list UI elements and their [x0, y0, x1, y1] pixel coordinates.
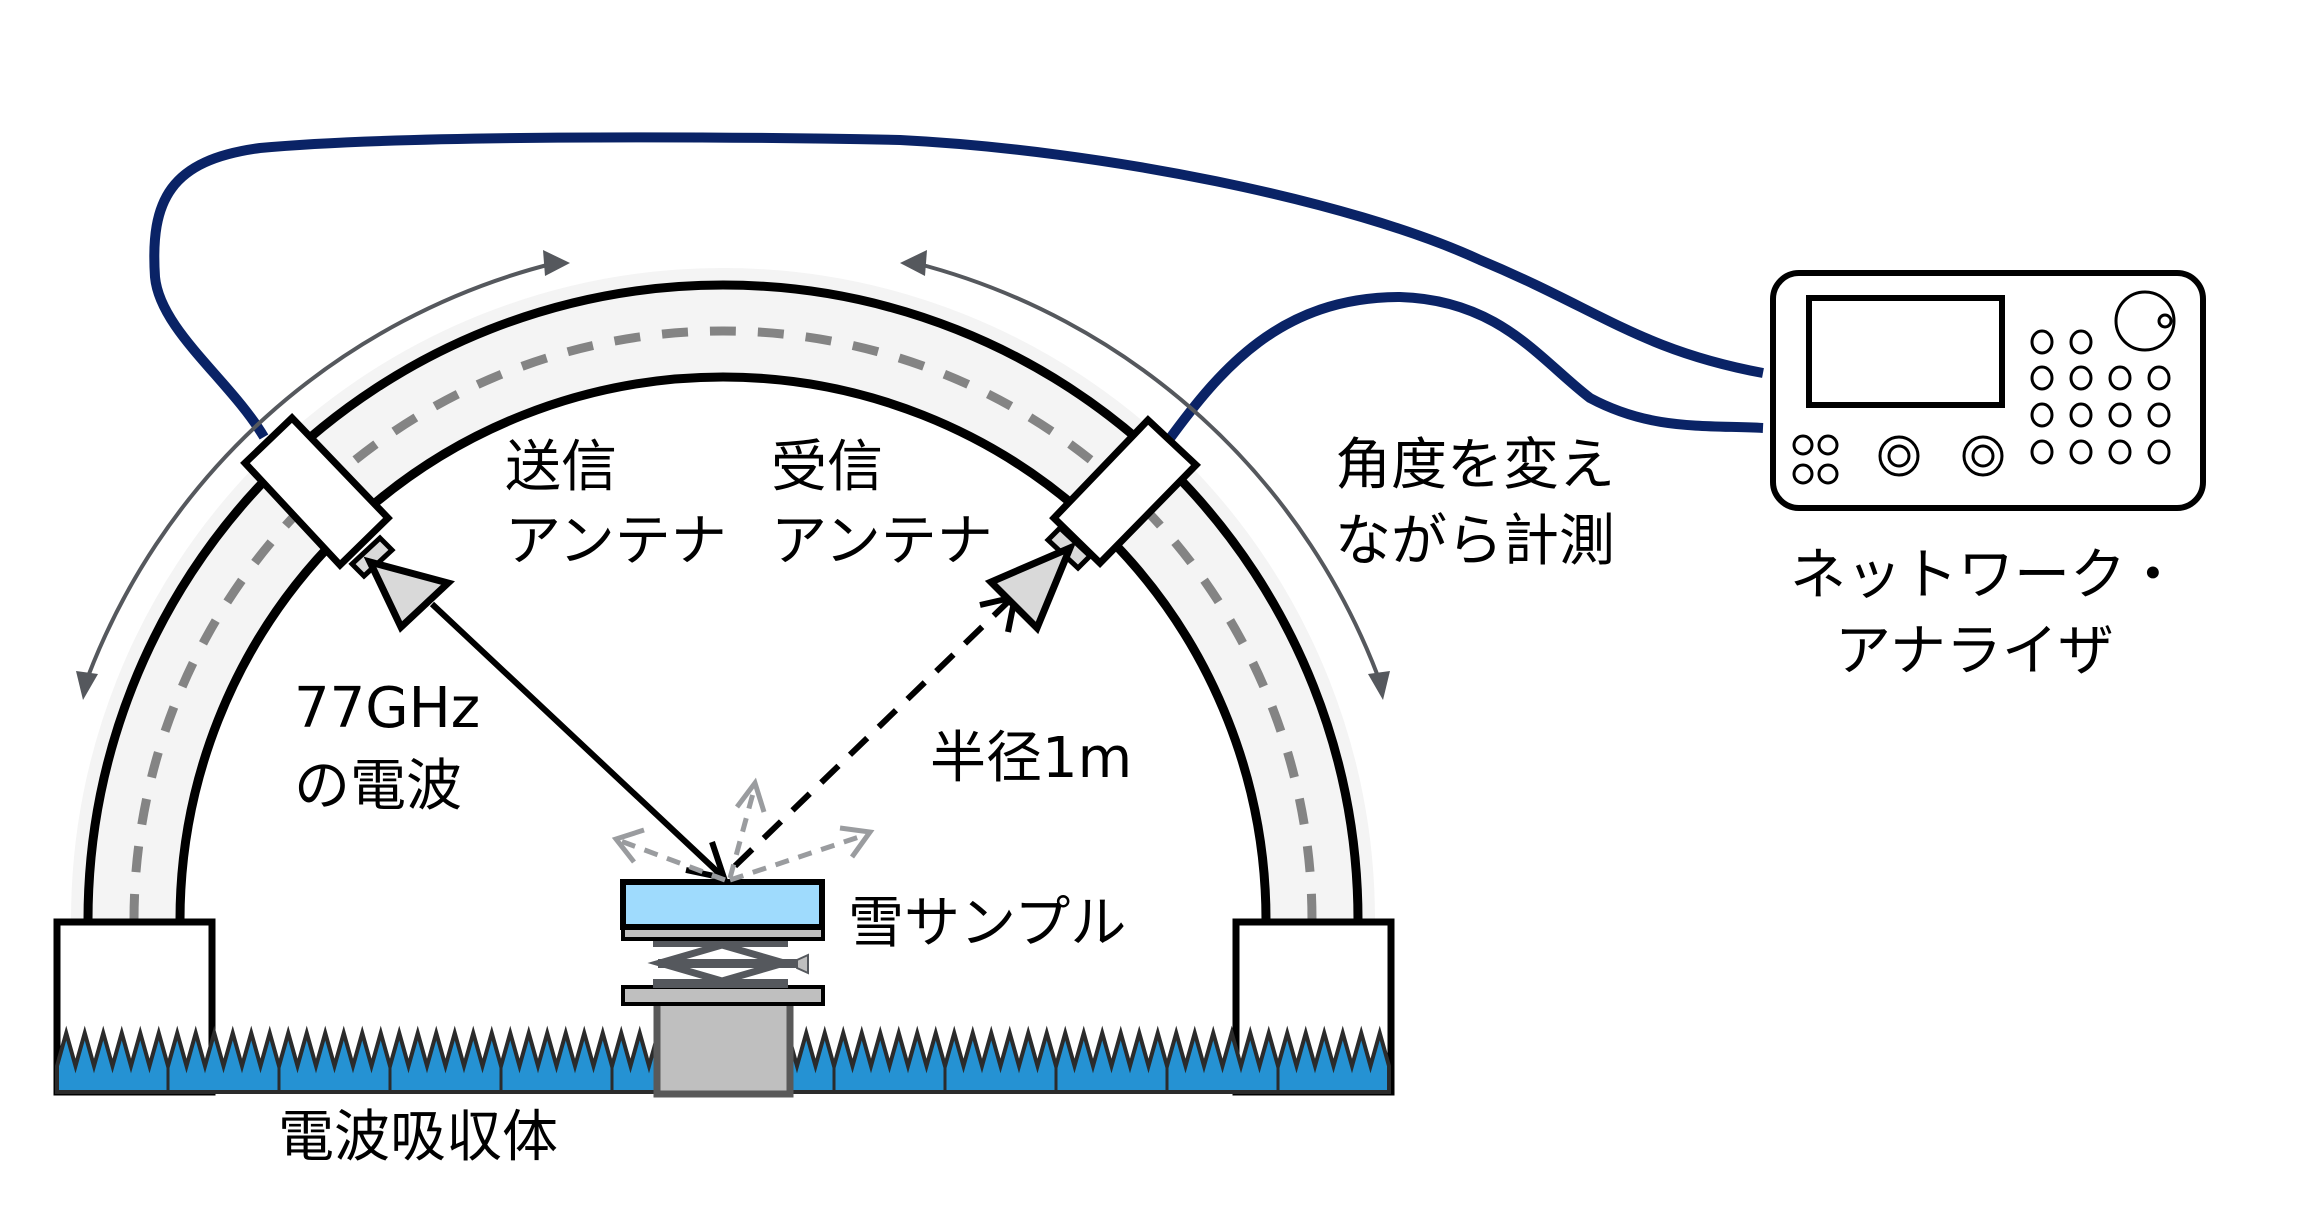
- keypad-button: [2108, 402, 2132, 428]
- rotation-arrowhead-right-top: [900, 250, 927, 276]
- small-button: [1792, 463, 1814, 485]
- sample-label: 雪サンプル: [848, 891, 1126, 956]
- rx-horn-icon: [984, 541, 1077, 635]
- tx-antenna-label-line2: アンテナ: [505, 509, 727, 574]
- scatter-up-arrowhead: [735, 777, 767, 813]
- analyzer-label-line1: ネットワーク・: [1790, 543, 2181, 608]
- rotation-arrow-right: [914, 261, 1385, 691]
- rotation-arrowhead-left-top: [543, 250, 570, 276]
- analyzer-knob-dot: [2157, 313, 2173, 329]
- keypad-button: [2069, 402, 2093, 428]
- keypad-button: [2108, 365, 2132, 391]
- keypad-button: [2030, 439, 2054, 465]
- incident-wave: [429, 601, 725, 879]
- pedestal: [653, 997, 794, 1098]
- scatter-left-arrowhead: [611, 827, 645, 864]
- tx-antenna: [240, 413, 455, 633]
- keypad-button: [2069, 439, 2093, 465]
- port-1-inner: [1887, 444, 1911, 468]
- rx-antenna-label-line1: 受信: [771, 435, 883, 500]
- small-button: [1792, 434, 1814, 456]
- tx-cable: [149, 132, 1764, 440]
- wave-label-line2: の電波: [294, 754, 462, 819]
- rx-antenna: [984, 415, 1202, 635]
- scatter-right-arrowhead: [839, 825, 875, 859]
- jack-crank: [796, 953, 809, 975]
- rx-cable: [1163, 291, 1764, 444]
- rotation-arrowhead-left-bottom: [76, 671, 98, 700]
- arc-outer-halo: [71, 268, 1375, 921]
- reflected-wave: [732, 595, 1015, 869]
- analyzer-label-line2: アナライザ: [1835, 619, 2114, 684]
- tx-antenna-connector: [348, 534, 396, 580]
- keypad-button: [2030, 402, 2054, 428]
- rotate-label-line1: 角度を変え: [1335, 433, 1615, 498]
- analyzer-screen: [1806, 295, 2005, 408]
- small-button: [1817, 434, 1839, 456]
- keypad-button: [2069, 329, 2093, 355]
- scatter-right: [729, 831, 869, 883]
- snow-sample: [620, 879, 825, 930]
- tx-antenna-mount: [240, 413, 393, 571]
- arc-dashed-track: [129, 326, 1317, 921]
- keypad-button: [2030, 365, 2054, 391]
- network-analyzer: [1770, 270, 2206, 511]
- lower-plate: [621, 985, 825, 1006]
- rotation-arrow-left: [81, 261, 556, 691]
- rx-antenna-label-line2: アンテナ: [771, 509, 993, 574]
- analyzer-keypad: [2030, 329, 2171, 465]
- rotate-label-line2: ながら計測: [1335, 509, 1615, 574]
- keypad-button: [2147, 365, 2171, 391]
- tx-antenna-label-line1: 送信: [505, 435, 617, 500]
- jack-top-bar: [653, 937, 788, 947]
- analyzer-knob: [2114, 290, 2176, 352]
- arc-track: [88, 285, 1358, 920]
- absorber-label: 電波吸収体: [278, 1105, 558, 1170]
- scatter-up: [727, 785, 758, 879]
- keypad-button: [2147, 402, 2171, 428]
- keypad-button: [2147, 439, 2171, 465]
- jack-middle-bar: [658, 959, 798, 968]
- arc-outer: [83, 280, 1363, 921]
- radius-label: 半径1m: [930, 726, 1132, 791]
- rotation-arrowhead-right-bottom: [1368, 671, 1390, 700]
- keypad-button: [2069, 365, 2093, 391]
- tx-horn-icon: [363, 556, 455, 633]
- keypad-button: [2108, 439, 2132, 465]
- scatter-left: [617, 837, 726, 883]
- keypad-button: [2030, 329, 2054, 355]
- wave-label-line1: 77GHz: [294, 676, 480, 741]
- arc-inner: [175, 372, 1271, 921]
- small-button: [1817, 463, 1839, 485]
- port-2-inner: [1971, 444, 1995, 468]
